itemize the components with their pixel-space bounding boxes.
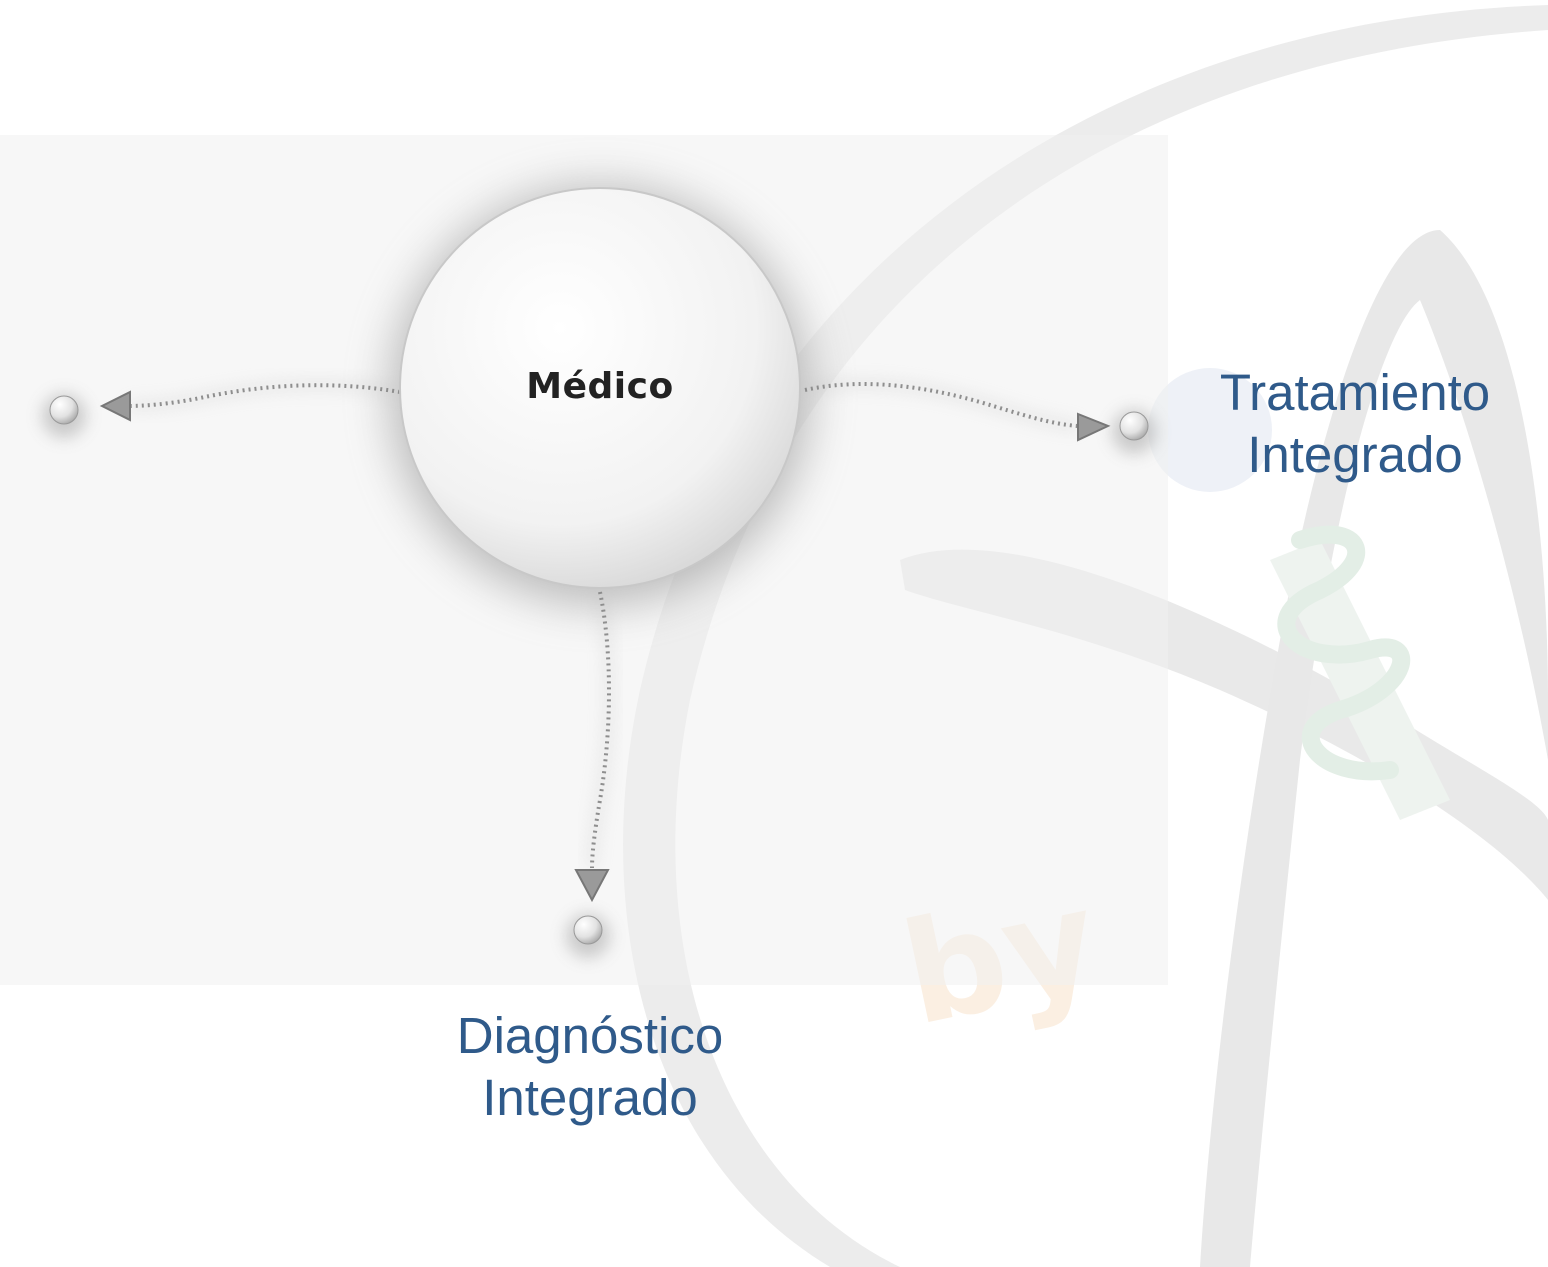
arrow-down-icon bbox=[574, 869, 610, 903]
target-right-line2: Integrado bbox=[1247, 426, 1463, 483]
arrow-left-icon bbox=[99, 390, 131, 422]
endpoint-left-icon bbox=[42, 394, 86, 438]
target-bottom-line1: Diagnóstico bbox=[456, 1007, 724, 1064]
center-node-label: Médico bbox=[526, 366, 674, 407]
target-right-line1: Tratamiento bbox=[1219, 364, 1491, 421]
endpoint-right-icon bbox=[1112, 410, 1156, 454]
center-node-circle bbox=[399, 187, 801, 589]
arrow-right-icon bbox=[1077, 412, 1111, 442]
target-label-tratamiento: Tratamiento Integrado bbox=[1180, 362, 1530, 486]
target-label-diagnostico: Diagnóstico Integrado bbox=[420, 1005, 760, 1129]
endpoint-bottom-icon bbox=[566, 914, 610, 958]
target-bottom-line2: Integrado bbox=[482, 1069, 698, 1126]
